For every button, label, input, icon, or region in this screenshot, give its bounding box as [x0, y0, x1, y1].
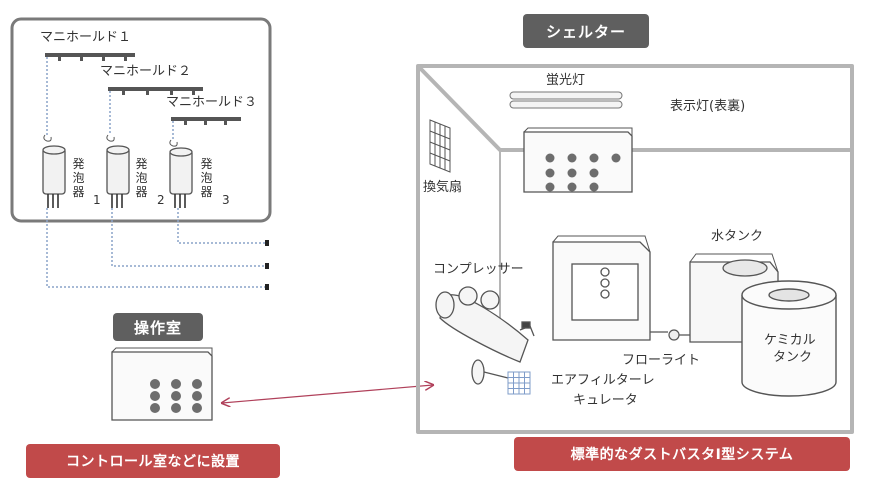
- control-room-badge: 操作室: [113, 313, 203, 341]
- foamer-2-label: 発泡器: [135, 157, 148, 199]
- flow-light-label: フローライト: [622, 353, 701, 368]
- manifold-hoses: [46, 57, 174, 140]
- ventilation-fan-grille: [429, 119, 451, 173]
- foamer-2-cylinder: [106, 145, 130, 208]
- indicator-light-panel: [523, 127, 633, 193]
- manifold-3-label: マニホールド３: [166, 95, 258, 110]
- foamer-3-label: 発泡器: [200, 157, 213, 199]
- chemical-tank-label-line1: ケミカル: [764, 333, 816, 348]
- fluorescent-light-label: 蛍光灯: [546, 73, 586, 88]
- foam-unit-panel: [10, 17, 272, 223]
- shelter-title-badge: シェルター: [523, 14, 649, 48]
- air-filter-label-line2: キュレータ: [573, 393, 638, 408]
- control-room-note-badge: コントロール室などに設置: [26, 444, 280, 478]
- foamer-1-number: 1: [93, 193, 101, 207]
- manifold-1-bar: [45, 53, 135, 61]
- compressor-label: コンプレッサー: [433, 262, 524, 277]
- air-filter-regulator-grid: [507, 371, 531, 395]
- compressor: [435, 286, 535, 385]
- outlet-hoses: [46, 208, 266, 288]
- manifold-3-bar: [171, 117, 241, 125]
- chemical-tank: [741, 280, 837, 397]
- indicator-light-label: 表示灯(表裏): [670, 99, 746, 114]
- foamer-1-cylinder: [42, 145, 66, 208]
- manifold-2-bar: [108, 87, 203, 95]
- air-filter-label-line1: エアフィルターレ: [551, 373, 655, 388]
- signal-link-arrow: [222, 385, 433, 403]
- manifold-2-label: マニホールド２: [100, 64, 192, 79]
- system-title-badge: 標準的なダストバスタⅠ型システム: [514, 437, 850, 471]
- water-tank-label: 水タンク: [711, 229, 764, 244]
- manifold-1-label: マニホールド１: [40, 30, 132, 45]
- foamer-2-number: 2: [157, 193, 165, 207]
- shelter-box: [416, 64, 854, 434]
- foamer-3-number: 3: [222, 193, 230, 207]
- control-cabinet: [552, 235, 668, 341]
- fluorescent-light-tubes: [509, 91, 623, 109]
- ventilation-fan-label: 換気扇: [423, 180, 463, 195]
- outlet-nozzles: [265, 240, 269, 290]
- chemical-tank-label-line2: タンク: [773, 350, 813, 365]
- foamer-3-cylinder: [169, 147, 193, 208]
- control-box: [111, 347, 213, 421]
- foamer-1-label: 発泡器: [72, 157, 85, 199]
- hose-connectors: [43, 134, 178, 147]
